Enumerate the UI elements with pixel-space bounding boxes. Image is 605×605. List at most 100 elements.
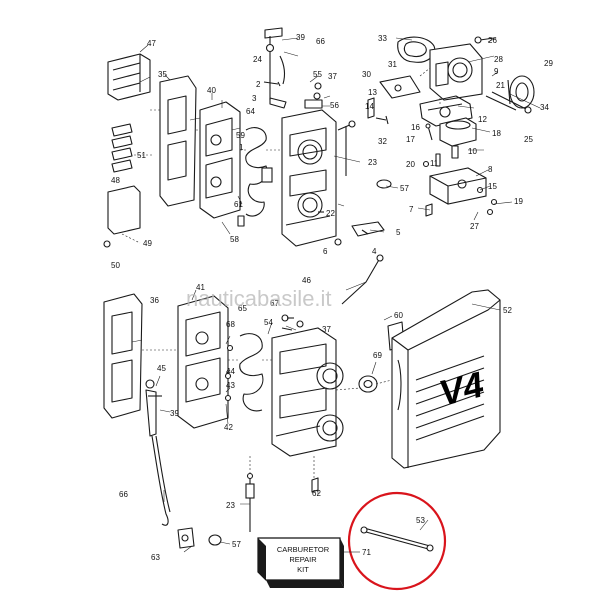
callout: 71	[362, 548, 371, 557]
part-12-bowl-gasket	[419, 95, 473, 127]
callout: 7	[409, 205, 414, 214]
callout: 2	[256, 80, 261, 89]
leader-lines	[131, 37, 541, 553]
callout: 6	[323, 247, 328, 256]
part-57-clip-upper	[376, 179, 392, 189]
callout: 22	[326, 209, 335, 218]
kit-label-line2: REPAIR	[289, 555, 317, 564]
callout: 42	[224, 423, 233, 432]
callout: 37	[322, 325, 331, 334]
callout: 25	[524, 135, 533, 144]
callout: 44	[226, 367, 235, 376]
callout: 65	[238, 304, 247, 313]
callout: 21	[496, 81, 505, 90]
callout: 62	[312, 489, 321, 498]
part-23-link-lower	[245, 472, 255, 532]
callout: 12	[478, 115, 487, 124]
part-29-ring	[507, 75, 535, 109]
callout: 32	[378, 137, 387, 146]
callout: 68	[226, 320, 235, 329]
callout: 14	[365, 102, 374, 111]
callout: 23	[226, 501, 235, 510]
part-screws-right	[474, 36, 532, 114]
part-33-gasket-ring	[397, 36, 436, 63]
callout: 49	[143, 239, 152, 248]
part-4-5-6-plate	[334, 221, 385, 246]
part-64-gasket	[245, 127, 268, 217]
callout: 39	[296, 33, 305, 42]
highlight-circle	[347, 491, 447, 591]
callout: 33	[378, 34, 387, 43]
callout: 20	[406, 160, 415, 169]
callout: 27	[470, 222, 479, 231]
callout: 41	[196, 283, 205, 292]
part-39-lever-lower	[145, 379, 162, 437]
callout: 19	[514, 197, 523, 206]
kit-label-line3: KIT	[297, 565, 309, 574]
callout: 59	[236, 131, 245, 140]
callout: 43	[226, 381, 235, 390]
callout: 5	[396, 228, 401, 237]
callout: 15	[488, 182, 497, 191]
callout: 57	[232, 540, 241, 549]
part-63-bracket	[177, 527, 195, 549]
part-66-fuel-hose	[151, 435, 171, 526]
callout: 1	[239, 143, 244, 152]
callout: 50	[111, 261, 120, 270]
callouts-lower: 46 52 41 36 67 65 54 37 60 68 69 45 44 4…	[119, 276, 512, 562]
callout: 51	[137, 151, 146, 160]
watermark-text: nauticabasile.it	[186, 286, 332, 311]
callout: 26	[488, 36, 497, 45]
callout: 55	[313, 70, 322, 79]
callout: 17	[406, 135, 415, 144]
callout: 16	[411, 123, 420, 132]
callout: 66	[119, 490, 128, 499]
callout: 46	[302, 276, 311, 285]
callout: 36	[150, 296, 159, 305]
callout: 39	[170, 409, 179, 418]
callout: 35	[158, 70, 167, 79]
callout: 34	[540, 103, 549, 112]
callout: 53	[416, 516, 425, 525]
part-22-58-studs	[237, 211, 324, 227]
part-13-14-screws	[367, 97, 389, 125]
part-46-link-rod	[341, 254, 384, 305]
part-lower-carburetor-body	[271, 327, 344, 457]
callout: 10	[468, 147, 477, 156]
callout: 9	[494, 67, 499, 76]
callout: 40	[207, 86, 216, 95]
part-18-float	[439, 117, 477, 147]
callout: 63	[151, 553, 160, 562]
part-30-gasket-plate	[379, 75, 421, 99]
callout: 64	[246, 107, 255, 116]
callout: 29	[544, 59, 553, 68]
part-57-clip-lower	[208, 534, 222, 546]
part-upper-carburetor-body	[261, 109, 337, 247]
callout: 13	[368, 88, 377, 97]
part-39-linkage-rod	[264, 27, 285, 100]
callout: 31	[388, 60, 397, 69]
callout: 18	[492, 129, 501, 138]
part-28-carb-throat	[429, 43, 483, 101]
callout: 60	[394, 311, 403, 320]
callout: 61	[234, 200, 243, 209]
callouts-upper: 47 35 40 24 39 66 33 26 28 29 2 55 37 31…	[111, 33, 553, 270]
callout: 66	[316, 37, 325, 46]
part-51-reed-petals	[111, 123, 152, 173]
callout: 56	[330, 101, 339, 110]
part-65-gasket	[239, 333, 264, 412]
part-fasteners-upper	[263, 81, 323, 109]
callout: 3	[252, 94, 257, 103]
part-48-plate	[103, 185, 141, 248]
callout: 54	[264, 318, 273, 327]
assembly-lines-upper	[150, 67, 441, 151]
part-10-11-jets	[422, 145, 459, 168]
part-52-silencer-cover: V4	[391, 289, 501, 469]
part-23-link	[337, 120, 356, 176]
callout: 30	[362, 70, 371, 79]
part-36-gasket	[103, 293, 143, 419]
part-41-adaptor	[177, 295, 229, 429]
callout: 58	[230, 235, 239, 244]
callout: 37	[328, 72, 337, 81]
